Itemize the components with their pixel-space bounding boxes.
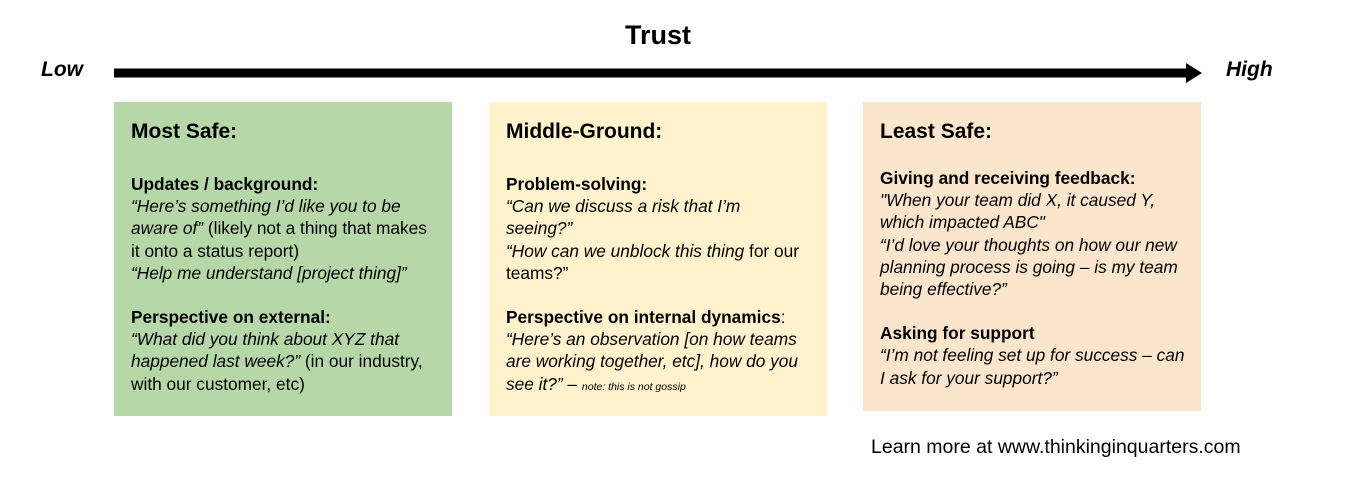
internal-dynamics-section: Perspective on internal dynamics: “Here’… (506, 306, 811, 398)
problem-solving-title: Problem-solving: (506, 174, 648, 194)
most-safe-box: Most Safe: Updates / background: “Here’s… (114, 102, 452, 416)
least-safe-heading: Least Safe: (880, 120, 993, 143)
feedback-section: Giving and receiving feedback: "When you… (880, 167, 1185, 300)
internal-dynamics-quote-1: “Here’s an observation [on how teams are… (506, 329, 799, 394)
internal-dynamics-title-suffix: : (780, 307, 786, 328)
updates-section: Updates / background: “Here’s something … (131, 173, 436, 284)
problem-solving-quote-2: “How can we unblock this thing (506, 240, 745, 261)
updates-quote-1: “Here’s something I’d like you to be awa… (131, 196, 401, 239)
axis-high-label: High (1226, 58, 1273, 81)
middle-ground-heading: Middle-Ground: (506, 120, 663, 143)
axis-low-label: Low (41, 58, 83, 81)
middle-ground-box: Middle-Ground: Problem-solving: “Can we … (489, 102, 827, 416)
most-safe-heading: Most Safe: (131, 120, 238, 143)
diagram-title: Trust (624, 20, 691, 50)
support-title: Asking for support (880, 323, 1035, 344)
footer-link-text: Learn more at www.thinkinginquarters.com (871, 436, 1241, 458)
external-quote-1: “What did you think about XYZ that happe… (131, 329, 400, 372)
support-section: Asking for support “I’m not feeling set … (880, 322, 1185, 389)
axis-arrow-head (1186, 63, 1202, 83)
updates-title: Updates / background: (131, 174, 319, 194)
external-title: Perspective on external: (131, 307, 331, 328)
support-quote-1: “I’m not feeling set up for success – ca… (880, 345, 1185, 388)
problem-solving-quote-1: “Can we discuss a risk that I’m seeing?” (506, 196, 741, 239)
problem-solving-section: Problem-solving: “Can we discuss a risk … (506, 173, 811, 284)
feedback-title: Giving and receiving feedback: (880, 168, 1136, 188)
axis-arrow-shaft (114, 68, 1186, 78)
external-section: Perspective on external: “What did you t… (131, 306, 436, 395)
feedback-quote-1: "When your team did X, it caused Y, whic… (880, 190, 1156, 233)
updates-quote-2: “Help me understand [project thing]” (131, 262, 407, 283)
external-text-1: (in our industry, with our customer, etc… (131, 351, 423, 394)
arrow-right-icon (114, 63, 1202, 83)
internal-dynamics-title: Perspective on internal dynamics: (506, 306, 811, 328)
feedback-quote-2: “I’d love your thoughts on how our new p… (880, 234, 1178, 300)
problem-solving-text-2: for our teams?” (506, 240, 799, 283)
internal-dynamics-title-text: Perspective on internal dynamics (506, 307, 781, 328)
least-safe-box: Least Safe: Giving and receiving feedbac… (863, 102, 1201, 411)
internal-dynamics-dash: – (562, 373, 582, 394)
updates-text-1: (likely not a thing that makes it onto a… (131, 218, 427, 261)
gossip-note: note: this is not gossip (581, 380, 686, 393)
